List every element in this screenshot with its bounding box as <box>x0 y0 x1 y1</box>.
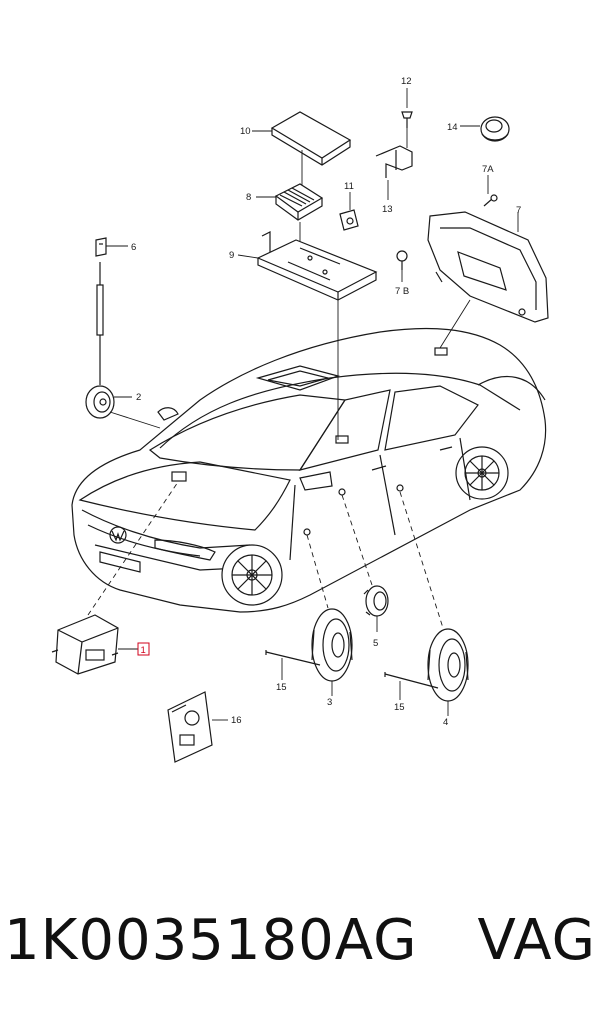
callout-16: 16 <box>231 715 242 726</box>
callout-3: 3 <box>327 697 332 708</box>
part-8-module <box>256 183 324 221</box>
part-14-grommet <box>460 116 510 142</box>
callout-4: 4 <box>443 717 448 728</box>
callout-15-right: 15 <box>394 702 405 713</box>
leader-4 <box>399 491 444 629</box>
callout-1: 1 <box>141 645 146 656</box>
callout-1-box <box>137 642 150 656</box>
part-6-clip <box>95 237 128 385</box>
callout-14: 14 <box>447 122 458 133</box>
callout-labels: 1 2 3 4 5 6 7 7A 7 B 8 9 10 11 12 13 14 … <box>131 76 521 728</box>
car-illustration <box>71 327 547 613</box>
part-7-trim-panel <box>427 211 549 323</box>
callout-6: 6 <box>131 242 136 253</box>
callout-2: 2 <box>136 392 141 403</box>
part-7b-clip <box>396 250 408 282</box>
leader-5 <box>341 494 373 586</box>
part-7a-screw <box>483 175 498 207</box>
part-1-control-unit <box>51 614 138 675</box>
callout-7: 7 <box>516 205 521 216</box>
part-5-speaker <box>363 585 389 632</box>
leader-3 <box>306 534 329 609</box>
callout-5: 5 <box>373 638 378 649</box>
callout-8: 8 <box>246 192 251 203</box>
part-number: 1K0035180AG <box>4 907 418 973</box>
part-4-speaker <box>427 628 469 716</box>
part-16-manual <box>167 691 228 763</box>
callout-9: 9 <box>229 250 234 261</box>
callout-7a: 7A <box>482 164 494 175</box>
callout-12: 12 <box>401 76 412 87</box>
leader-7-car <box>439 299 471 349</box>
part-2-speaker <box>85 385 161 429</box>
callout-7b: 7 B <box>395 286 409 297</box>
brand-name: VAG <box>477 907 596 973</box>
callout-13: 13 <box>382 204 393 215</box>
part-13-bracket <box>375 145 413 200</box>
callout-11: 11 <box>344 181 354 192</box>
parts-diagram: 1 2 3 4 5 6 7 7A 7 B 8 9 10 11 12 13 14 … <box>51 76 549 763</box>
part-15-cable-left <box>265 650 321 680</box>
caption: 1K0035180AG VAG <box>0 900 600 980</box>
part-12-bolt <box>401 88 413 148</box>
callout-15-left: 15 <box>276 682 287 693</box>
part-9-bracket <box>237 231 378 301</box>
callout-10: 10 <box>240 126 251 137</box>
part-15-cable-right <box>384 672 439 700</box>
part-10-cover <box>252 111 352 166</box>
part-3-speaker <box>311 608 353 696</box>
part-11-connector <box>339 192 359 231</box>
